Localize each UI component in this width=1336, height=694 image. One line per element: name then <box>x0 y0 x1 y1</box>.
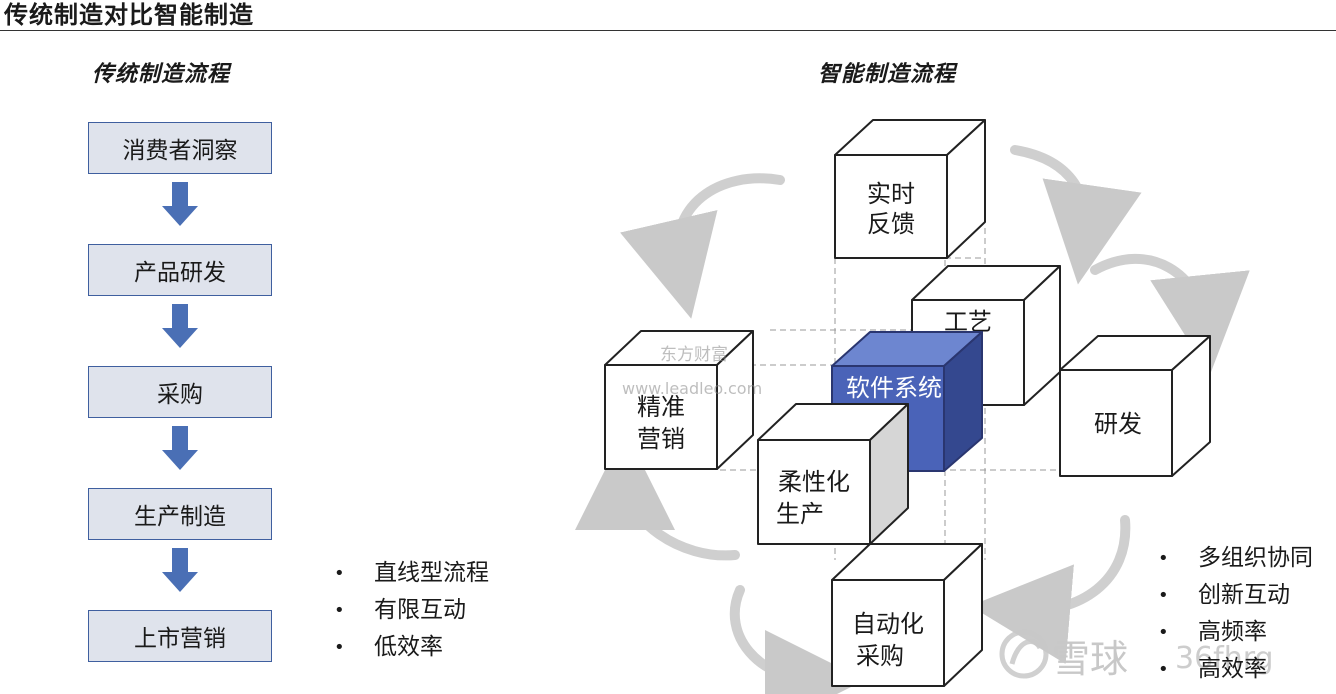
list-item: 多组织协同 <box>1158 540 1313 577</box>
cube-label: 营销 <box>637 425 685 453</box>
cube-label: 柔性化 <box>778 468 850 496</box>
smart-section-title: 智能制造流程 <box>818 62 957 87</box>
cube-label: 生产 <box>776 500 824 528</box>
cube-label: 实时 <box>867 180 915 208</box>
cube-label: 精准 <box>637 393 685 421</box>
cube-label: 自动化 <box>852 610 924 638</box>
smart-features-list: 多组织协同 创新互动 高频率 高效率 <box>1158 540 1313 688</box>
list-item: 直线型流程 <box>334 555 489 592</box>
cube-label: 采购 <box>856 642 904 670</box>
snowball-logo-icon <box>999 629 1049 679</box>
cube-flexible-production <box>757 403 909 545</box>
list-item: 创新互动 <box>1158 577 1313 614</box>
flow-step-procurement: 采购 <box>88 366 272 418</box>
flow-step-production: 生产制造 <box>88 488 272 540</box>
curved-arrow-icon <box>620 173 785 319</box>
curved-arrow-icon <box>729 585 865 694</box>
flow-step-product-rnd: 产品研发 <box>88 244 272 296</box>
list-item: 高频率 <box>1158 614 1313 651</box>
cube-realtime-feedback <box>834 119 986 259</box>
cube-automated-procurement <box>831 543 983 687</box>
flow-step-consumer-insight: 消费者洞察 <box>88 122 272 174</box>
cube-label: 软件系统 <box>846 374 942 402</box>
list-item: 有限互动 <box>334 592 489 629</box>
curved-arrow-icon <box>1010 145 1142 285</box>
list-item: 高效率 <box>1158 651 1313 688</box>
watermark-brand: 雪球 <box>1052 637 1128 681</box>
cube-precision-marketing <box>604 330 754 470</box>
traditional-features-list: 直线型流程 有限互动 低效率 <box>334 555 489 666</box>
list-item: 低效率 <box>334 629 489 666</box>
curved-arrow-icon <box>970 515 1131 664</box>
curved-arrow-icon <box>575 430 740 561</box>
cube-rnd <box>1059 335 1211 477</box>
traditional-section-title: 传统制造流程 <box>92 62 231 87</box>
cube-label: 研发 <box>1094 410 1142 438</box>
watermark-source-cn: 东方财富 <box>660 345 728 365</box>
watermark-source-url: www.leadleo.com <box>622 379 762 398</box>
title-divider <box>0 30 1336 31</box>
page-title: 传统制造对比智能制造 <box>4 1 254 29</box>
cube-label: 反馈 <box>867 210 915 238</box>
curved-arrow-icon <box>1090 254 1250 375</box>
flow-step-marketing: 上市营销 <box>88 610 272 662</box>
